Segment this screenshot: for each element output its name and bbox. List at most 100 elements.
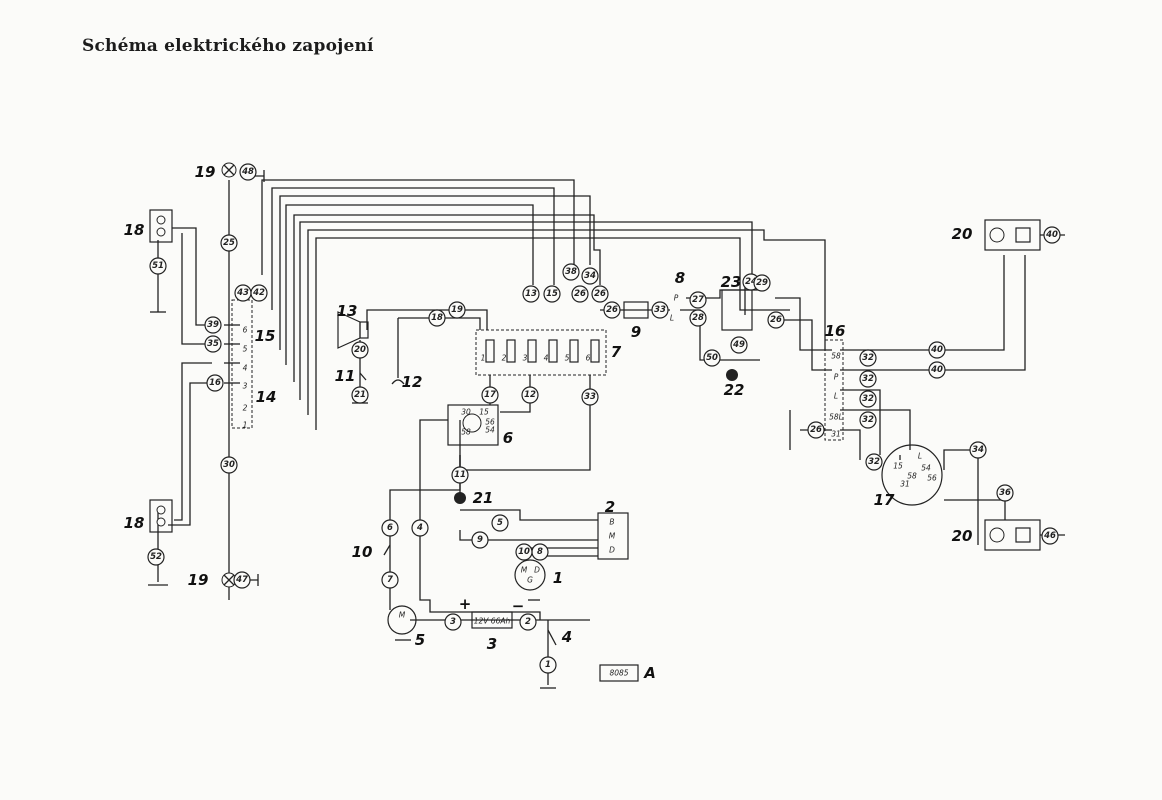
wire-number-29: 29 xyxy=(753,274,771,292)
terminal-switch_17-1: 54 xyxy=(921,464,931,473)
component-label-13: 13 xyxy=(337,302,358,320)
wire-number-text: 32 xyxy=(868,457,880,467)
wire-number-text: 40 xyxy=(930,345,943,355)
wire-number-17: 17 xyxy=(481,386,499,404)
wire-number-text: 50 xyxy=(706,353,718,363)
wire-number-text: 51 xyxy=(152,261,164,271)
component-symbols xyxy=(148,162,1041,689)
ignition-switch-6 xyxy=(447,404,499,446)
terminal-ignition_6-3: 56 xyxy=(485,418,495,427)
wire-number-35: 35 xyxy=(204,335,222,353)
wire-number-text: 20 xyxy=(354,345,366,355)
wire-number-46: 46 xyxy=(1041,527,1059,545)
wire-number-33-1: 33 xyxy=(581,388,599,406)
terminal-generator_1-0: M xyxy=(521,566,528,575)
wire-number-25: 25 xyxy=(220,234,238,252)
terminal-ignition_6-4: 58 xyxy=(461,428,471,437)
component-label-17: 17 xyxy=(874,491,895,509)
wire-number-text: 48 xyxy=(241,167,254,177)
wire-number-16: 16 xyxy=(206,374,224,392)
fusebox-7 xyxy=(475,329,607,376)
wire-number-text: 12 xyxy=(524,390,536,400)
component-label-8: 8 xyxy=(675,269,685,287)
button-11-icon xyxy=(359,372,367,381)
wire-number-36: 36 xyxy=(996,484,1014,502)
terminal-ignition_6-1: 15 xyxy=(479,408,489,417)
wire-number-text: 15 xyxy=(546,289,558,299)
battery-plus: + xyxy=(459,595,472,613)
terminal-switch_17-5: 15 xyxy=(893,462,903,471)
wire-number-4: 4 xyxy=(411,519,429,537)
drawing-suffix: A xyxy=(643,664,656,682)
lamp-19-top-icon xyxy=(221,162,237,178)
wire-number-32-2: 32 xyxy=(859,390,877,408)
wire-number-32-1: 32 xyxy=(859,370,877,388)
wire-number-3: 3 xyxy=(444,613,462,631)
terminal-fusebox-4: 5 xyxy=(565,354,570,363)
terminal-fusebox-0: 1 xyxy=(481,354,486,363)
terminal-switch_8-0: P xyxy=(674,294,679,303)
buzzer-22-icon xyxy=(726,369,738,381)
component-label-10: 10 xyxy=(352,543,373,561)
terminal-switch_16-2: L xyxy=(834,392,838,401)
terminal-motor_5-0: M xyxy=(399,611,406,620)
wire-number-33: 33 xyxy=(651,301,669,319)
wire-number-text: 8 xyxy=(537,547,543,557)
wires xyxy=(157,179,1065,685)
wire-number-18: 18 xyxy=(428,309,446,327)
wire-number-text: 19 xyxy=(451,305,463,315)
switch-17-icon xyxy=(881,444,943,506)
wire-number-1: 1 xyxy=(539,656,557,674)
wire-number-text: 21 xyxy=(354,390,366,400)
terminal-switch_14-5: 1 xyxy=(243,421,248,430)
wire-number-52: 52 xyxy=(147,548,165,566)
antenna-12-icon xyxy=(391,379,405,385)
rear-light-20-top-icon xyxy=(984,219,1041,251)
wire-number-text: 49 xyxy=(732,340,745,350)
terminal-switch_17-0: L xyxy=(918,452,922,461)
wire-number-text: 43 xyxy=(236,288,249,298)
component-label-6: 6 xyxy=(503,429,513,447)
wire-number-text: 17 xyxy=(484,390,496,400)
wire-number-text: 26 xyxy=(810,425,822,435)
terminal-switch_16-3: 58L xyxy=(829,413,843,422)
wire-number-text: 27 xyxy=(692,295,704,305)
terminal-fusebox-1: 2 xyxy=(502,354,507,363)
wire-number-text: 26 xyxy=(606,305,618,315)
wire-number-5: 5 xyxy=(491,514,509,532)
wire-number-text: 24 xyxy=(745,277,757,287)
wire-number-39: 39 xyxy=(204,316,222,334)
fuses xyxy=(485,339,600,363)
wire-number-text: 6 xyxy=(387,523,393,533)
wire-number-8: 8 xyxy=(531,543,549,561)
headlamp-18-top-icon xyxy=(149,209,173,243)
wire-number-text: 33 xyxy=(654,305,666,315)
battery-minus: − xyxy=(512,597,525,615)
terminal-generator_1-1: D xyxy=(534,566,540,575)
wire-number-26-1: 26 xyxy=(591,285,609,303)
wire-number-30: 30 xyxy=(220,456,238,474)
terminal-switch_14-4: 2 xyxy=(243,404,248,413)
wire-number-43: 43 xyxy=(234,284,252,302)
wire-number-text: 35 xyxy=(207,339,219,349)
wire-number-text: 40 xyxy=(1045,230,1058,240)
diagram-title: Schéma elektrického zapojení xyxy=(82,36,374,56)
wire-number-40-1: 40 xyxy=(928,361,946,379)
wire-number-text: 32 xyxy=(862,374,874,384)
wire-number-text: 38 xyxy=(565,267,577,277)
wire-number-text: 30 xyxy=(223,460,235,470)
terminal-switch_14-0: 6 xyxy=(243,326,248,335)
component-label-16: 16 xyxy=(825,322,846,340)
terminal-switch_14-2: 4 xyxy=(243,364,248,373)
battery-switch-4-icon xyxy=(547,629,557,646)
generator-1-icon xyxy=(514,559,546,591)
component-label-20-b: 20 xyxy=(952,527,973,545)
wire-number-19: 19 xyxy=(448,301,466,319)
wire-number-text: 34 xyxy=(972,445,984,455)
wire-number-40-light: 40 xyxy=(1043,226,1061,244)
wire-number-text: 10 xyxy=(518,547,530,557)
starter-motor-5-icon xyxy=(387,605,417,635)
battery-label: 12V 66Ah xyxy=(474,617,511,626)
wire-number-11: 11 xyxy=(451,466,469,484)
